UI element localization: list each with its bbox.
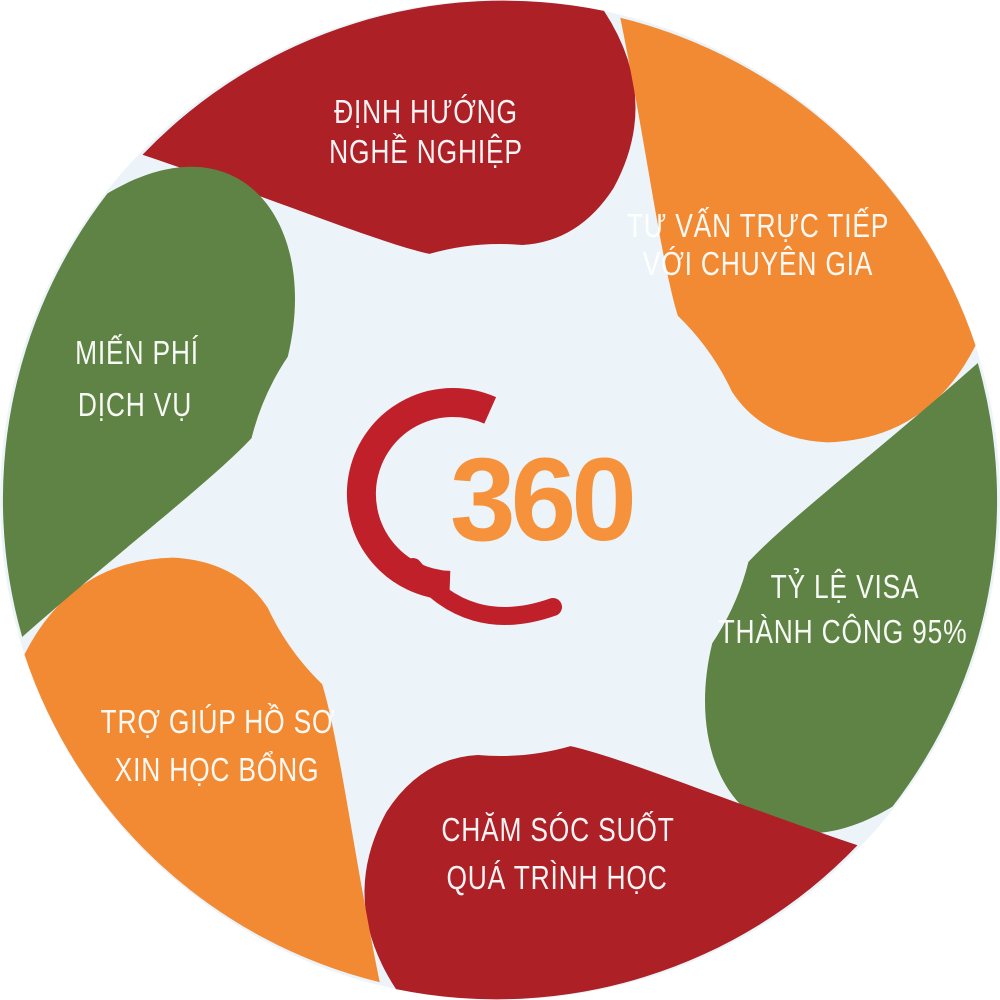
segment-scholarship-support-shape: [24, 557, 380, 983]
segment-study-care-shape: [364, 746, 858, 1000]
segment-label-career-orientation-line1: ĐỊNH HƯỚNG: [334, 93, 518, 130]
logo-swoosh-icon: [404, 558, 562, 625]
segment-label-expert-consulting-line1: TƯ VẤN TRỰC TIẾP: [626, 207, 890, 244]
segment-label-free-service-line1: MIẾN PHÍ: [75, 334, 199, 371]
segment-label-expert-consulting-line2: VỚI CHUYÊN GIA: [642, 245, 874, 282]
segment-label-career-orientation-line2: NGHỀ NGHIỆP: [329, 133, 523, 170]
logo-c-swirl-icon: [346, 387, 497, 600]
segment-label-scholarship-support-line1: TRỢ GIÚP HỒ SƠ: [100, 703, 336, 740]
segment-career-orientation-shape: [142, 0, 636, 254]
segment-label-free-service-line2: DỊCH VỤ: [77, 386, 193, 423]
segment-label-study-care-line1: CHĂM SÓC SUỐT: [441, 811, 675, 848]
segment-label-visa-success-line2: THÀNH CÔNG 95%: [718, 613, 968, 650]
segment-label-study-care-line2: QUÁ TRÌNH HỌC: [446, 859, 668, 896]
segment-label-scholarship-support-line2: XIN HỌC BỔNG: [114, 751, 320, 788]
segment-label-visa-success-line1: TỶ LỆ VISA: [770, 568, 920, 605]
segment-free-service-shape: [2, 166, 295, 637]
segment-visa-success-shape: [705, 363, 998, 834]
logo-number: 360: [450, 434, 632, 566]
segment-expert-consulting-shape: [620, 17, 976, 443]
center-logo: 360: [346, 387, 637, 625]
